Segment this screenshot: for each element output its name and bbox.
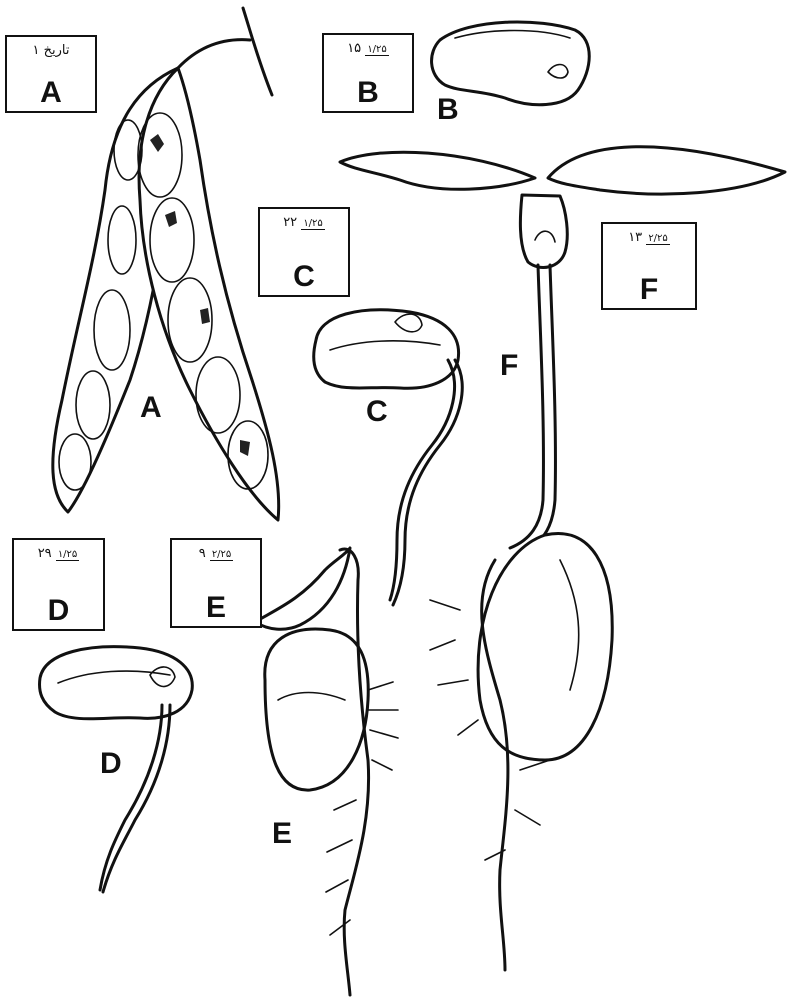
scale-box-d-numeral: ۲۹ [38,546,52,561]
scale-box-b-fraction: ۱/۲۵ [365,44,388,56]
scale-box-e-numeral: ۹ [199,546,206,561]
scale-box-f-numeral: ۱۳ [628,230,642,245]
cotyledon-f [478,533,612,760]
figure-label-a: A [140,392,162,424]
leaf-right [548,147,785,194]
scale-box-b-letter: B [324,77,412,109]
radicle-c [393,360,462,605]
radicle-c-inner [390,360,455,600]
scale-box-a: تاریخ ۱ A [5,35,97,113]
figure-label-c: C [366,396,388,428]
figure-label-d: D [100,748,122,780]
figure-label-b: B [437,94,459,126]
scale-box-d: ۲۹ ۱/۲۵ D [12,538,105,631]
scale-box-f: ۱۳ ۲/۲۵ F [601,222,697,310]
scale-box-e-fraction: ۲/۲۵ [210,549,233,561]
scale-box-d-fraction: ۱/۲۵ [56,549,79,561]
leaf-left [340,152,535,189]
scale-box-a-letter: A [7,77,95,109]
figure-label-e: E [272,818,292,850]
scale-box-c: ۲۲ ۱/۲۵ C [258,207,350,297]
scale-box-a-numeral: تاریخ ۱ [7,43,95,58]
scale-box-d-letter: D [14,595,103,627]
figure-e-seedling [255,548,398,995]
scale-box-b: ۱۵ ۱/۲۵ B [322,33,414,113]
scale-box-c-numeral: ۲۲ [283,215,297,230]
scale-box-e: ۹ ۲/۲۵ E [170,538,262,628]
root-d [100,705,162,890]
scale-box-b-numeral: ۱۵ [347,41,361,56]
stem-f [510,265,543,548]
figure-f-seedling-plant [340,147,785,970]
scale-box-f-fraction: ۲/۲۵ [646,233,669,245]
scale-box-c-letter: C [260,261,348,293]
scale-box-f-letter: F [603,274,695,306]
pod-stalk [178,40,250,68]
pod-stalk-tip [243,8,272,95]
scale-box-e-letter: E [172,592,260,624]
scale-box-c-fraction: ۱/۲۵ [301,218,324,230]
figure-label-f: F [500,350,518,382]
seed-e-cotyledon-leaf [255,548,350,629]
seed-e-body [265,629,368,790]
